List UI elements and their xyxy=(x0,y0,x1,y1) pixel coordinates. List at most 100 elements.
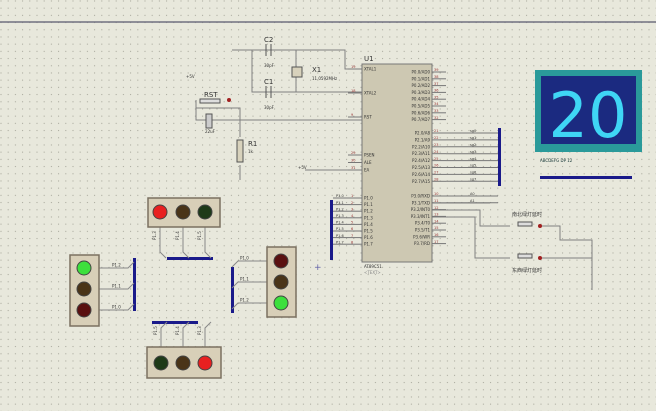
pin-name: P3.4/T0 xyxy=(415,221,431,226)
pin-name: P1.3 xyxy=(364,215,373,220)
pin-number: 7 xyxy=(351,234,353,238)
rst-ref: RST xyxy=(204,91,218,99)
net-label: P1.0 xyxy=(240,256,249,261)
pin-name: P2.5/A13 xyxy=(412,165,430,170)
pin-name: P3.1/TXD xyxy=(412,200,430,205)
display-value: 20 xyxy=(549,79,628,152)
net-label: P1.5 xyxy=(336,227,344,231)
button-label: 东西绿灯延时 xyxy=(512,267,542,274)
rst-button[interactable]: RST xyxy=(199,91,231,104)
lamp-green-on xyxy=(76,260,92,276)
net-label: A1 xyxy=(470,199,475,203)
ea-power-label: +5V xyxy=(298,165,307,170)
pin-name: P0.7/AD7 xyxy=(412,117,431,122)
c2-capacitor[interactable]: C2 30pF xyxy=(264,36,275,68)
x1-crystal[interactable]: X1 11.0592MHz xyxy=(291,66,337,81)
pin-number: 30 xyxy=(351,159,355,163)
r1-value: 1k xyxy=(248,149,254,154)
pin-name: P0.0/AD0 xyxy=(412,70,431,75)
net-label: P1.2 xyxy=(336,207,344,211)
pin-number: 21 xyxy=(434,129,438,133)
lamp-yellow-off xyxy=(175,204,191,220)
r1-resistor[interactable]: R1 1k xyxy=(236,139,257,163)
pin-name: P0.5/AD5 xyxy=(412,104,431,109)
lamp-red-off xyxy=(76,302,92,318)
pin-number: 12 xyxy=(434,206,438,210)
net-label: sg3 xyxy=(470,150,476,154)
pin-name: P3.0/RXD xyxy=(411,194,430,199)
u1-part: AT89C51 xyxy=(364,264,382,269)
ew-delay-button[interactable]: 东西绿灯延时 xyxy=(512,253,542,274)
pin-number: 31 xyxy=(351,166,355,170)
ns-delay-button[interactable]: 南北绿灯延时 xyxy=(512,211,542,228)
u1-microcontroller[interactable]: U1 AT89C51 <TEXT> XTAL119XTAL218RST9PSEN… xyxy=(333,55,498,275)
net-label: P1.3 xyxy=(197,326,202,335)
net-label: P1.2 xyxy=(240,298,249,303)
pin-p3.1[interactable]: P3.1/TXD 11 A1 xyxy=(412,199,498,205)
pin-name: P3.7/RD xyxy=(414,241,430,246)
lamp-red-on xyxy=(152,204,168,220)
net-label: P1.4 xyxy=(336,221,344,225)
pin-number: 5 xyxy=(351,221,353,225)
c1-capacitor[interactable]: C1 30pF xyxy=(264,78,275,110)
net-label: sg6 xyxy=(470,171,476,175)
u1-ref: U1 xyxy=(364,55,374,63)
traffic-light-left[interactable]: P1.2P1.1P1.0 xyxy=(69,254,135,327)
pin-number: 34 xyxy=(434,102,439,106)
pin-number: 23 xyxy=(434,143,438,147)
pin-number: 26 xyxy=(434,164,438,168)
traffic-light-right[interactable]: P1.0P1.1P1.2 xyxy=(231,246,297,318)
seven-segment-display: 20 ABCDEFG DP 12 xyxy=(535,70,642,163)
net-label: sg0 xyxy=(470,129,476,133)
pin-number: 13 xyxy=(434,213,438,217)
pin-name: P2.2/A10 xyxy=(412,144,430,149)
pin-number: 16 xyxy=(434,233,438,237)
net-label: P1.6 xyxy=(336,234,344,238)
c3-capacitor[interactable]: 22uF xyxy=(205,113,216,134)
pin-number: 11 xyxy=(434,199,438,203)
pin-name: PSEN xyxy=(364,153,374,158)
pin-number: 3 xyxy=(351,207,353,211)
